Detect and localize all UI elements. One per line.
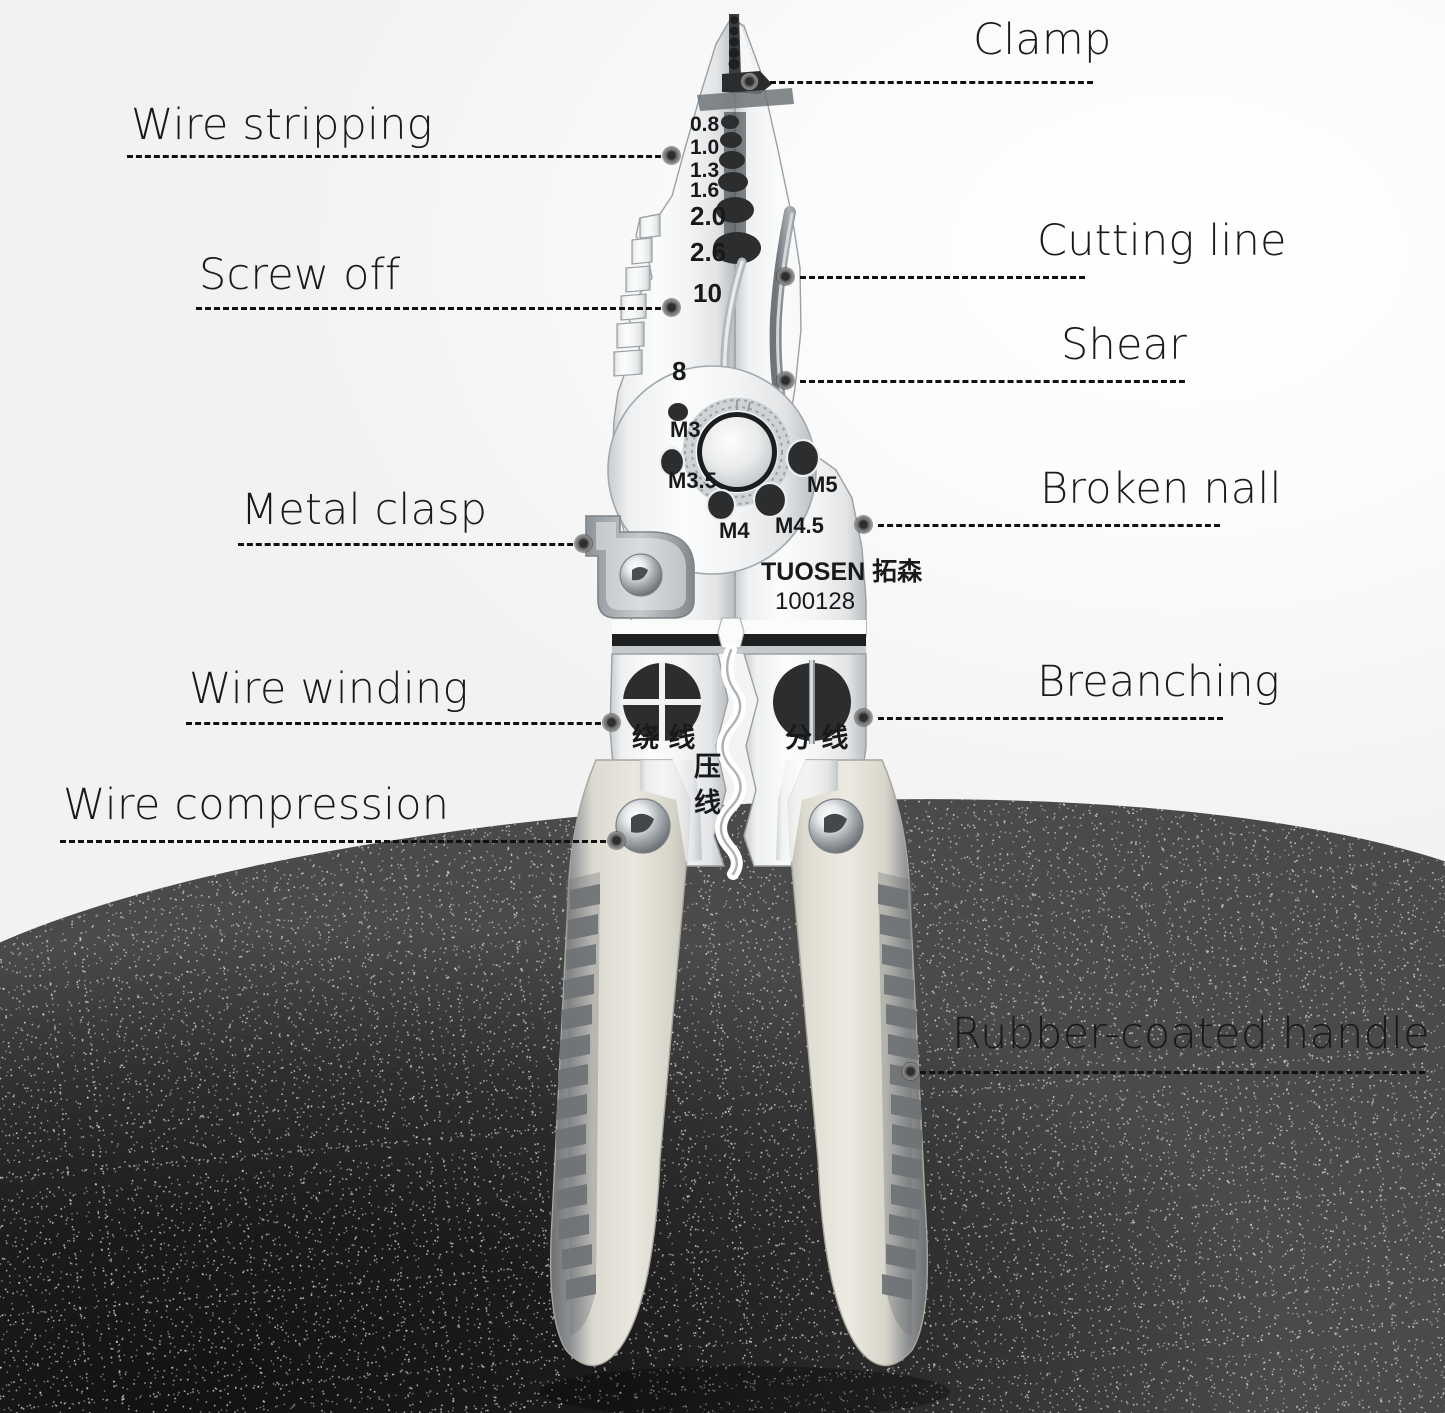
callout-anchor-shear [777, 372, 794, 389]
brand-engraving: TUOSEN 拓森 [761, 558, 923, 586]
callout-label-metal-clasp: Metal clasp [241, 485, 488, 535]
cn-label-3: 分 线 [785, 723, 848, 754]
gauge-mark-0.8: 0.8 [690, 113, 720, 136]
callout-leader-wire-winding [186, 722, 610, 725]
cn-label-1: 压 [694, 752, 721, 783]
clamp-serration [722, 14, 772, 94]
callout-anchor-metal-clasp [575, 535, 592, 552]
branching-hole [773, 660, 851, 744]
callout-label-cutting-line: Cutting line [1037, 216, 1287, 266]
callout-leader-wire-compression [60, 840, 615, 843]
callout-leader-screw-off [196, 307, 670, 310]
cn-label-0: 绕 线 [632, 722, 695, 754]
callout-anchor-wire-stripping [663, 147, 680, 164]
callout-anchor-wire-compression [608, 832, 625, 849]
callout-anchor-wire-winding [603, 714, 620, 731]
callout-label-breanching: Breanching [1037, 657, 1280, 707]
callout-leader-shear [800, 380, 1185, 383]
screw-gauge-holes [660, 403, 819, 520]
callout-leader-wire-stripping [127, 155, 670, 158]
callout-label-broken-nall: Broken nall [1040, 464, 1282, 514]
wire-winding-hole [623, 663, 701, 741]
left-handle-grip [556, 884, 600, 1300]
callout-anchor-screw-off [663, 299, 680, 316]
callout-leader-breanching [878, 717, 1223, 720]
callout-leader-metal-clasp [238, 543, 582, 546]
gauge-mark-8: 8 [672, 356, 686, 386]
screw-size-M3: M3 [670, 417, 701, 442]
callout-leader-rubber-coated-handle [920, 1071, 1425, 1074]
gauge-mark-2.0: 2.0 [690, 201, 726, 231]
callout-label-screw-off: Screw off [199, 250, 401, 300]
gauge-mark-1.6: 1.6 [690, 179, 719, 202]
callout-label-wire-stripping: Wire stripping [131, 100, 433, 150]
screw-size-M3.5: M3.5 [668, 468, 717, 493]
cn-label-2: 线 [694, 788, 721, 819]
callout-label-wire-winding: Wire winding [189, 664, 469, 714]
gauge-mark-10: 10 [693, 278, 722, 308]
metal-clasp [585, 515, 695, 619]
callout-anchor-rubber-coated-handle [902, 1063, 919, 1080]
callout-leader-broken-nall [878, 524, 1220, 527]
callout-leader-clamp [770, 81, 1093, 84]
callout-anchor-breanching [855, 709, 872, 726]
screw-size-M4: M4 [719, 518, 750, 543]
screw-size-M4.5: M4.5 [775, 513, 824, 538]
callout-anchor-broken-nall [855, 516, 872, 533]
callout-anchor-clamp [741, 73, 758, 90]
gauge-mark-1.0: 1.0 [690, 136, 719, 159]
callout-leader-cutting-line [800, 276, 1085, 279]
screw-size-M5: M5 [807, 472, 838, 497]
callout-label-shear: Shear [1061, 320, 1188, 370]
callout-label-rubber-coated-handle: Rubber-coated handle [952, 1009, 1430, 1059]
gauge-mark-1.3: 1.3 [690, 159, 719, 182]
model-engraving: 100128 [775, 588, 855, 615]
wire-stripping-holes [713, 112, 761, 264]
callout-label-wire-compression: Wire compression [63, 780, 450, 830]
callout-label-clamp: Clamp [973, 15, 1112, 65]
callout-anchor-cutting-line [777, 268, 794, 285]
gauge-mark-2.6: 2.6 [690, 237, 726, 267]
